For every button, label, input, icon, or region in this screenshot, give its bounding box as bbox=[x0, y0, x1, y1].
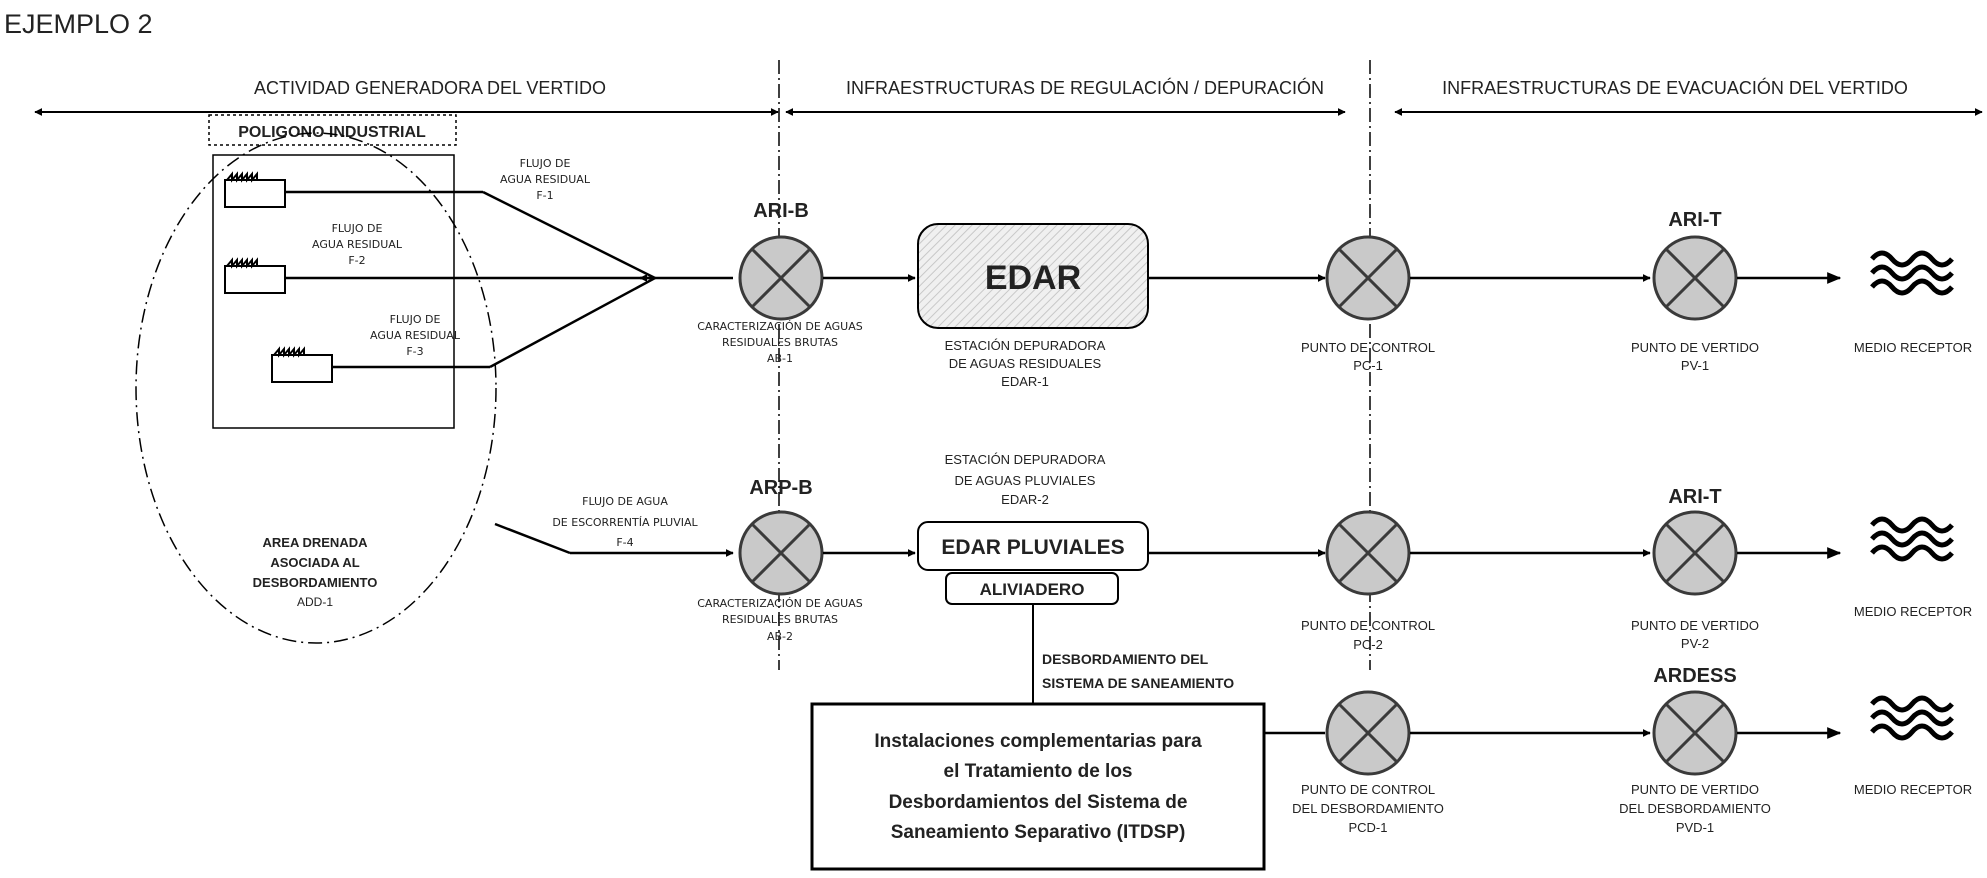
row2-plant-title-3: EDAR-2 bbox=[1001, 492, 1049, 507]
row2-plant-title-2: DE AGUAS PLUVIALES bbox=[955, 473, 1096, 488]
itdsp-line1: Instalaciones complementarias para bbox=[874, 731, 1202, 752]
row1-control-desc-2: PC-1 bbox=[1353, 358, 1383, 373]
drained-area-boundary bbox=[135, 132, 497, 644]
valve-icon-arpb bbox=[738, 510, 824, 596]
row1-plant-desc-3: EDAR-1 bbox=[1001, 374, 1049, 389]
row2-receptor: MEDIO RECEPTOR bbox=[1854, 604, 1972, 619]
edar-box bbox=[917, 223, 1149, 329]
valve-icon-arib bbox=[738, 235, 824, 321]
flow-label-f3-line2: AGUA RESIDUAL bbox=[370, 329, 461, 342]
itdsp-line4: Saneamiento Separativo (ITDSP) bbox=[891, 822, 1186, 843]
row2-node-a-desc-3: AB-2 bbox=[767, 630, 793, 643]
flow-line-f1 bbox=[482, 190, 656, 280]
flow-label-f4-line3: F-4 bbox=[616, 536, 633, 549]
water-waves-icon bbox=[1872, 519, 1952, 559]
row3-control-desc-1: PUNTO DE CONTROL bbox=[1301, 782, 1435, 797]
drained-area-line3: DESBORDAMIENTO bbox=[253, 575, 378, 590]
row3-discharge-desc-2: DEL DESBORDAMIENTO bbox=[1619, 801, 1771, 816]
edar-label: EDAR bbox=[985, 259, 1081, 297]
flow-line-f3 bbox=[489, 276, 656, 369]
itdsp-box bbox=[810, 702, 1266, 871]
drained-area-line2: ASOCIADA AL bbox=[270, 555, 359, 570]
row1-discharge-desc-1: PUNTO DE VERTIDO bbox=[1631, 340, 1759, 355]
industrial-area-label: POLIGONO INDUSTRIAL bbox=[238, 124, 426, 141]
factory-icon bbox=[271, 348, 333, 383]
header-regulation: INFRAESTRUCTURAS DE REGULACIÓN / DEPURAC… bbox=[846, 77, 1324, 98]
flow-label-f1-line2: AGUA RESIDUAL bbox=[500, 173, 591, 186]
row3-receptor: MEDIO RECEPTOR bbox=[1854, 782, 1972, 797]
row3-control-desc-2: DEL DESBORDAMIENTO bbox=[1292, 801, 1444, 816]
row1-plant-desc-1: ESTACIÓN DEPURADORA bbox=[945, 338, 1106, 353]
row1-node-a-code: ARI-B bbox=[753, 200, 809, 222]
flow-label-f4-line2: DE ESCORRENTÍA PLUVIAL bbox=[552, 516, 698, 529]
flow-label-f3-line3: F-3 bbox=[406, 345, 423, 358]
factory-icon bbox=[224, 173, 286, 208]
factory-icon bbox=[224, 259, 286, 294]
drained-area-code: ADD-1 bbox=[297, 595, 333, 609]
flow-label-f2-line2: AGUA RESIDUAL bbox=[312, 238, 403, 251]
row1-node-a-desc-3: AB-1 bbox=[767, 352, 793, 365]
header-activity: ACTIVIDAD GENERADORA DEL VERTIDO bbox=[254, 78, 606, 98]
row1-control-desc-1: PUNTO DE CONTROL bbox=[1301, 340, 1435, 355]
itdsp-line2: el Tratamiento de los bbox=[944, 761, 1133, 782]
row3-discharge-code: ARDESS bbox=[1653, 665, 1736, 687]
overflow-desc-2: SISTEMA DE SANEAMIENTO bbox=[1042, 675, 1234, 691]
row3-control-desc-3: PCD-1 bbox=[1348, 820, 1387, 835]
itdsp-line3: Desbordamientos del Sistema de bbox=[889, 792, 1188, 813]
flow-label-f1-line3: F-1 bbox=[536, 189, 553, 202]
row3-discharge-desc-3: PVD-1 bbox=[1676, 820, 1714, 835]
valve-icon-pc1 bbox=[1325, 235, 1411, 321]
row1-discharge-desc-2: PV-1 bbox=[1681, 358, 1709, 373]
valve-icon-pc2 bbox=[1325, 510, 1411, 596]
drained-area-line1: AREA DRENADA bbox=[263, 535, 369, 550]
water-waves-icon bbox=[1872, 698, 1952, 738]
row2-discharge-desc-1: PUNTO DE VERTIDO bbox=[1631, 618, 1759, 633]
row1-node-a-desc-2: RESIDUALES BRUTAS bbox=[722, 336, 838, 349]
valve-icon-pv2 bbox=[1652, 510, 1738, 596]
row2-plant-title-1: ESTACIÓN DEPURADORA bbox=[945, 452, 1106, 467]
flow-label-f2-line1: FLUJO DE bbox=[332, 222, 383, 235]
valve-icon-pv1 bbox=[1652, 235, 1738, 321]
water-waves-icon bbox=[1872, 253, 1952, 293]
overflow-desc-1: DESBORDAMIENTO DEL bbox=[1042, 651, 1209, 667]
industrial-area-box bbox=[212, 154, 455, 429]
row1-discharge-code: ARI-T bbox=[1668, 209, 1721, 231]
row2-discharge-code: ARI-T bbox=[1668, 486, 1721, 508]
valve-icon-pvd1 bbox=[1652, 690, 1738, 776]
row1-node-a-desc-1: CARACTERIZACIÓN DE AGUAS bbox=[697, 320, 862, 333]
flow-label-f3-line1: FLUJO DE bbox=[390, 313, 441, 326]
edar-pluviales-box bbox=[917, 521, 1149, 571]
flow-label-f2-line3: F-2 bbox=[348, 254, 365, 267]
valve-icon-pcd1 bbox=[1325, 690, 1411, 776]
flow-label-f4-line1: FLUJO DE AGUA bbox=[582, 495, 668, 508]
flow-label-f1-line1: FLUJO DE bbox=[520, 157, 571, 170]
row3-discharge-desc-1: PUNTO DE VERTIDO bbox=[1631, 782, 1759, 797]
industrial-area-label-box bbox=[208, 114, 457, 146]
edar-pluviales-label: EDAR PLUVIALES bbox=[941, 536, 1124, 559]
row2-discharge-desc-2: PV-2 bbox=[1681, 636, 1709, 651]
row2-control-desc-1: PUNTO DE CONTROL bbox=[1301, 618, 1435, 633]
row2-node-a-desc-1: CARACTERIZACIÓN DE AGUAS bbox=[697, 597, 862, 610]
page-title: EJEMPLO 2 bbox=[4, 9, 153, 39]
aliviadero-label: ALIVIADERO bbox=[980, 580, 1085, 599]
header-evacuation: INFRAESTRUCTURAS DE EVACUACIÓN DEL VERTI… bbox=[1442, 77, 1908, 98]
row1-receptor: MEDIO RECEPTOR bbox=[1854, 340, 1972, 355]
row1-plant-desc-2: DE AGUAS RESIDUALES bbox=[949, 356, 1102, 371]
row2-node-a-code: ARP-B bbox=[749, 477, 812, 499]
row2-node-a-desc-2: RESIDUALES BRUTAS bbox=[722, 613, 838, 626]
row2-control-desc-2: PC-2 bbox=[1353, 637, 1383, 652]
